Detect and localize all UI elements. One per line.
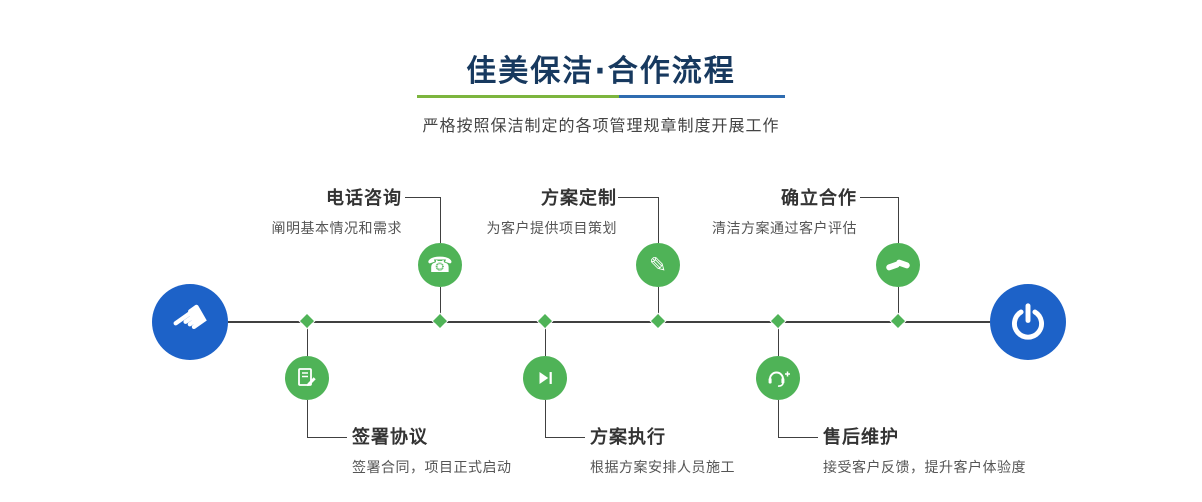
- play-icon: [523, 356, 567, 400]
- connector-line: [898, 287, 899, 321]
- contract-icon: [285, 356, 329, 400]
- page-title: 佳美保洁·合作流程: [466, 54, 736, 89]
- hand-pointer-icon: ☚: [160, 289, 220, 351]
- timeline-diamond: [649, 312, 667, 330]
- step-desc: 接受客户反馈，提升客户体验度: [823, 460, 1026, 476]
- timeline-diamond: [889, 312, 907, 330]
- connector-line: [307, 400, 308, 438]
- page-subtitle: 严格按照保洁制定的各项管理规章制度开展工作: [422, 116, 780, 135]
- step-title: 方案定制: [541, 188, 617, 209]
- connector-line: [440, 197, 441, 243]
- connector-line: [778, 322, 779, 356]
- step-title: 方案执行: [590, 427, 666, 448]
- step-plan-custom-label: 方案定制 为客户提供项目策划: [427, 184, 617, 238]
- step-desc: 根据方案安排人员施工: [590, 460, 735, 476]
- step-establish-coop-label: 确立合作 清洁方案通过客户评估: [667, 184, 857, 238]
- connector-line: [618, 197, 659, 198]
- step-aftersale-label: 售后维护 接受客户反馈，提升客户体验度: [823, 423, 1113, 477]
- design-icon: ✎: [636, 243, 680, 287]
- connector-line: [545, 437, 585, 438]
- phone-icon: ☎: [418, 243, 462, 287]
- step-desc: 阐明基本情况和需求: [271, 221, 402, 237]
- timeline-diamond: [769, 312, 787, 330]
- timeline-diamond: [298, 312, 316, 330]
- step-phone-consult-label: 电话咨询 阐明基本情况和需求: [212, 184, 402, 238]
- connector-line: [778, 437, 818, 438]
- start-node: ☚: [152, 284, 228, 360]
- connector-line: [545, 400, 546, 438]
- connector-line: [658, 197, 659, 243]
- power-icon: [1009, 302, 1047, 342]
- connector-line: [307, 437, 347, 438]
- step-plan-execute-label: 方案执行 根据方案安排人员施工: [590, 423, 850, 477]
- connector-line: [405, 197, 441, 198]
- end-node: [990, 284, 1066, 360]
- step-desc: 清洁方案通过客户评估: [712, 221, 857, 237]
- connector-line: [658, 287, 659, 321]
- step-title: 签署协议: [352, 427, 428, 448]
- step-title: 电话咨询: [326, 188, 402, 209]
- connector-line: [307, 322, 308, 356]
- connector-line: [898, 197, 899, 243]
- step-sign-agreement-label: 签署协议 签署合同，项目正式启动: [352, 423, 612, 477]
- underline-blue-segment: [619, 95, 785, 98]
- connector-line: [778, 400, 779, 438]
- connector-line: [440, 287, 441, 321]
- step-title: 售后维护: [823, 427, 899, 448]
- headset-icon: [756, 356, 800, 400]
- title-underline: [417, 95, 785, 98]
- underline-green-segment: [417, 95, 620, 98]
- step-desc: 签署合同，项目正式启动: [352, 460, 512, 476]
- step-desc: 为客户提供项目策划: [486, 221, 617, 237]
- timeline-diamond: [431, 312, 449, 330]
- connector-line: [860, 197, 899, 198]
- handshake-icon: [876, 243, 920, 287]
- step-title: 确立合作: [781, 188, 857, 209]
- connector-line: [545, 322, 546, 356]
- timeline-diamond: [536, 312, 554, 330]
- timeline-line: [228, 321, 990, 323]
